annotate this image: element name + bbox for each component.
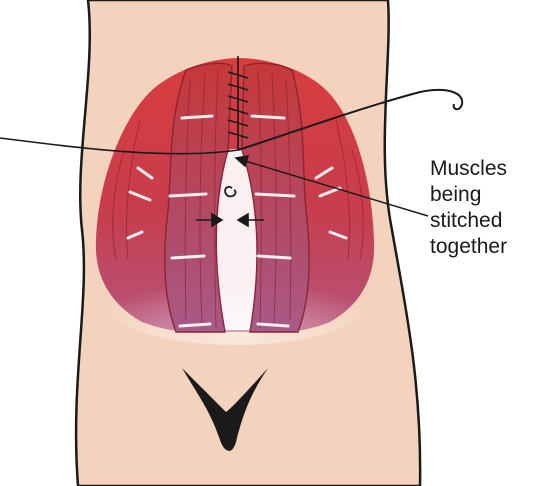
annotation-label: Muscles being stitched together [430,156,535,260]
annotation-line-3: stitched [430,208,535,234]
annotation-line-1: Muscles [430,156,535,182]
annotation-line-4: together [430,234,535,260]
annotation-line-2: being [430,182,535,208]
